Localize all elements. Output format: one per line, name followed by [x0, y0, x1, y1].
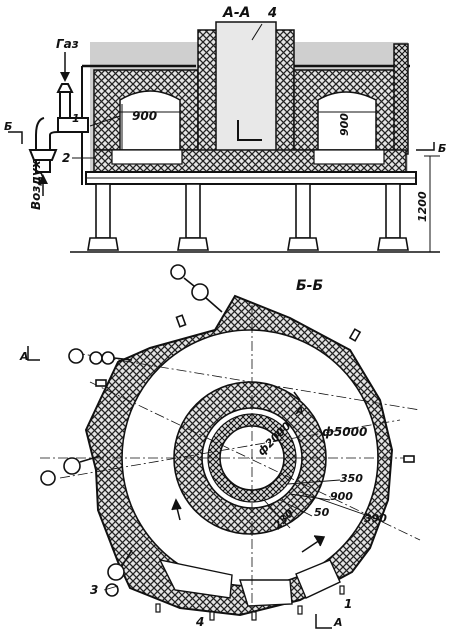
title-aa: А-А	[222, 5, 250, 21]
label-2: 2	[62, 151, 70, 165]
label-b-left: Б	[4, 120, 12, 133]
dim-1200: 1200	[416, 191, 429, 222]
section-aa: А-А 4 Газ Б Б 1 2 900 900 1200 Воздух	[4, 5, 446, 253]
dim-390: 390	[364, 512, 387, 525]
rotation-arrows	[171, 391, 326, 553]
section-mark-b-right	[416, 142, 435, 151]
section-bb: Б-Б А А ф5000 ф2000 350 900 50 230 390 1…	[19, 264, 421, 629]
dia-5000: ф5000	[322, 425, 367, 439]
label-a-left: А	[19, 350, 29, 363]
center-lines	[40, 305, 421, 620]
bottom-teeth	[155, 585, 345, 621]
section-mark-b-left	[8, 131, 23, 144]
dim-50: 50	[314, 506, 330, 519]
nozzles	[95, 314, 415, 463]
dim-900-right: 900	[338, 113, 351, 136]
label-4-bottom: 4	[195, 615, 204, 629]
label-b-right: Б	[438, 142, 446, 155]
dim-350: 350	[340, 472, 363, 485]
right-chamber	[317, 91, 377, 151]
dim-900: 900	[330, 490, 353, 503]
label-4-top: 4	[267, 6, 277, 21]
label-a-inner: А	[295, 406, 304, 417]
title-bb: Б-Б	[296, 278, 323, 294]
label-3: 3	[90, 583, 98, 597]
label-1-top: 1	[72, 112, 80, 125]
burners	[40, 264, 223, 597]
section-mark-a-bottom	[315, 614, 332, 629]
label-air: Воздух	[29, 159, 43, 210]
left-chamber	[119, 90, 181, 151]
label-1-bottom: 1	[344, 597, 352, 611]
label-gas: Газ	[56, 37, 79, 51]
label-a-bottom: А	[333, 616, 343, 629]
dim-900-left: 900	[132, 109, 157, 123]
central-flue	[215, 21, 277, 166]
burner-pipe	[28, 83, 89, 173]
section-mark-a-left	[27, 346, 40, 361]
support-legs	[87, 183, 409, 251]
